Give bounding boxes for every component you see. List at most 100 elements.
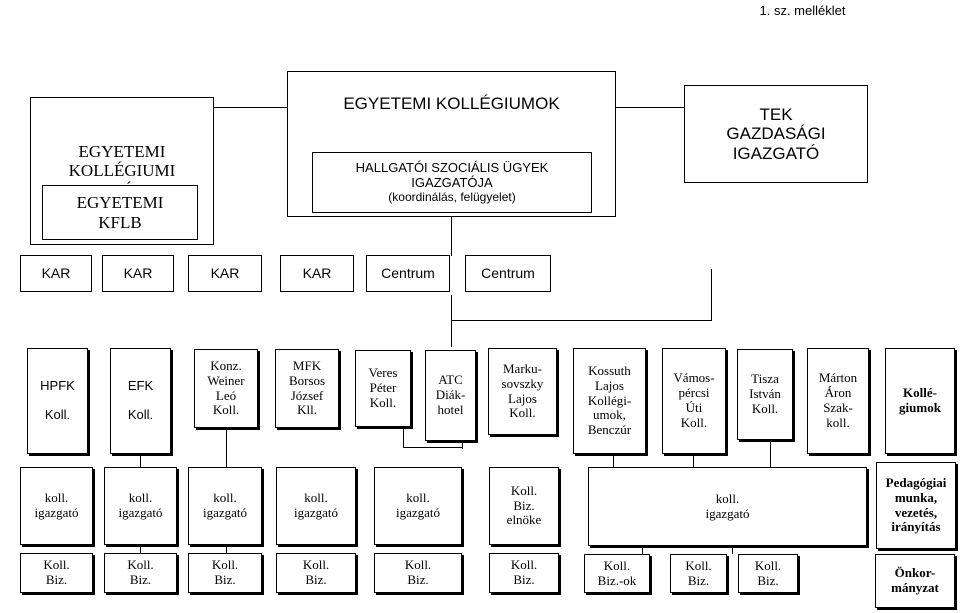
college-label: Tisza István Koll. [749, 371, 781, 416]
connector-line [451, 295, 452, 347]
unit-label: KAR [41, 265, 71, 282]
connector-line [615, 107, 684, 108]
committee-label: Koll. Biz. [510, 557, 538, 587]
unit-box: KAR [280, 255, 354, 292]
leader-box-wide: koll. igazgató [588, 467, 867, 546]
committee-box: Koll. Biz. [20, 553, 93, 593]
pedagogy-label: Pedagógiai munka, vezetés, irányítás [885, 474, 947, 535]
college-box-kossuth: Kossuth Lajos Kollégi- umok, Benczúr [573, 348, 646, 454]
committee-box: Koll. Biz. [276, 553, 356, 593]
college-box-weiner: Konz. Weiner Leó Koll. [194, 349, 258, 428]
connector-line [213, 107, 287, 108]
college-label: Konz. Weiner Leó Koll. [207, 357, 245, 418]
college-box-veres: Veres Péter Koll. [355, 350, 411, 427]
connector-line [693, 454, 694, 467]
kflb-label: EGYETEMI KFLB [76, 192, 164, 232]
committee-box: Koll. Biz. [738, 554, 798, 593]
unit-label: Centrum [481, 265, 535, 282]
annex-text: 1. sz. melléklet [759, 2, 846, 18]
unit-box: Centrum [465, 255, 551, 292]
college-label: HPFK Koll. [40, 377, 75, 423]
college-box-atc: ATC Diák- hotel [425, 350, 476, 441]
leader-box: koll. igazgató [276, 467, 356, 545]
connector-line [462, 441, 463, 449]
unit-label: Centrum [381, 265, 435, 282]
committee-box: Koll. Biz. [374, 553, 462, 593]
college-box-marton: Márton Áron Szak- koll. [807, 348, 869, 454]
college-box-kollegiumok: Kollé- giumok [885, 348, 955, 454]
connector-line [403, 447, 463, 448]
tek-box: TEK GAZDASÁGI IGAZGATÓ [684, 85, 868, 183]
self-government-label: Önkor- mányzat [891, 565, 939, 595]
leader-label: koll. igazgató [202, 490, 248, 520]
leader-label: koll. igazgató [293, 490, 339, 520]
unit-box: KAR [102, 255, 174, 292]
college-box-markusovszky: Marku- sovszky Lajos Koll. [488, 348, 557, 435]
unit-label: KAR [302, 265, 332, 282]
committee-label: Koll. Biz. [43, 557, 70, 587]
pedagogy-box: Pedagógiai munka, vezetés, irányítás [876, 462, 956, 549]
leader-label: Koll. Biz. elnöke [506, 482, 542, 528]
kflb-box: EGYETEMI KFLB [42, 185, 198, 240]
leader-label: koll. igazgató [118, 490, 163, 520]
unit-label: KAR [123, 265, 153, 282]
committee-box: Koll. Biz. [188, 553, 262, 593]
unit-box: KAR [188, 255, 262, 292]
college-box-vamospercsi: Vámos- pércsi Úti Koll. [662, 348, 726, 454]
college-box-borsos: MFK Borsos József Kll. [275, 349, 339, 428]
committee-label: Koll. Biz. [404, 557, 432, 587]
committee-box: Koll. Biz. [104, 553, 177, 593]
director-title: HALLGATÓI SZOCIÁLIS ÜGYEK IGAZGATÓJA [355, 159, 549, 190]
connector-line [403, 427, 404, 447]
unit-label: KAR [210, 265, 240, 282]
connector-line [732, 546, 733, 554]
tek-label: TEK GAZDASÁGI IGAZGATÓ [726, 104, 826, 163]
colleges-title: EGYETEMI KOLLÉGIUMOK [343, 94, 560, 113]
college-label: EFK Koll. [127, 377, 154, 423]
connector-line [613, 454, 614, 467]
leader-label: koll. igazgató [395, 490, 441, 520]
director-note: (koordinálás, felügyelet) [388, 189, 516, 204]
college-box-hpfk: HPFK Koll. [27, 348, 88, 454]
college-label: Vámos- pércsi Úti Koll. [673, 370, 715, 430]
college-label: Márton Áron Szak- koll. [818, 370, 858, 430]
college-label: Kossuth Lajos Kollégi- umok, Benczúr [587, 362, 632, 438]
connector-line [642, 546, 643, 554]
leader-box: koll. igazgató [104, 467, 177, 545]
connector-line [451, 320, 712, 321]
college-box-efk: EFK Koll. [110, 348, 171, 454]
committee-label: Koll. Biz.-ok [597, 557, 637, 588]
leader-box: koll. igazgató [188, 467, 262, 545]
leader-box: koll. igazgató [20, 467, 93, 545]
connector-line [451, 216, 452, 256]
committee-box: Koll. Biz.-ok [584, 554, 650, 593]
leader-box: koll. igazgató [374, 467, 462, 545]
college-label: MFK Borsos József Kll. [288, 357, 326, 418]
committee-box: Koll. Biz. [489, 553, 559, 593]
connector-line [226, 545, 227, 553]
leader-box: Koll. Biz. elnöke [489, 467, 559, 545]
connector-line [226, 428, 227, 467]
director-box: HALLGATÓI SZOCIÁLIS ÜGYEK IGAZGATÓJA (ko… [312, 152, 592, 213]
college-label: ATC Diák- hotel [435, 372, 466, 417]
connector-line [770, 440, 771, 467]
college-label: Kollé- giumok [899, 385, 941, 415]
committee-box: Koll. Biz. [670, 554, 727, 593]
committee-label: Koll. Biz. [685, 557, 712, 588]
committee-label: Koll. Biz. [302, 557, 330, 587]
committee-label: Koll. Biz. [211, 557, 239, 587]
connector-line [140, 545, 141, 553]
leader-label: koll. igazgató [34, 490, 79, 520]
self-government-box: Önkor- mányzat [875, 554, 955, 608]
connector-line [140, 454, 141, 467]
committee-label: Koll. Biz. [754, 557, 782, 588]
leader-label: koll. igazgató [705, 490, 750, 521]
annex-label: 1. sz. melléklet [735, 0, 870, 22]
college-box-tisza: Tisza István Koll. [737, 349, 793, 440]
college-label: Marku- sovszky Lajos Koll. [501, 360, 544, 421]
unit-box: Centrum [366, 255, 450, 292]
unit-box: KAR [20, 255, 92, 292]
connector-line [711, 269, 712, 321]
college-label: Veres Péter Koll. [368, 365, 398, 410]
